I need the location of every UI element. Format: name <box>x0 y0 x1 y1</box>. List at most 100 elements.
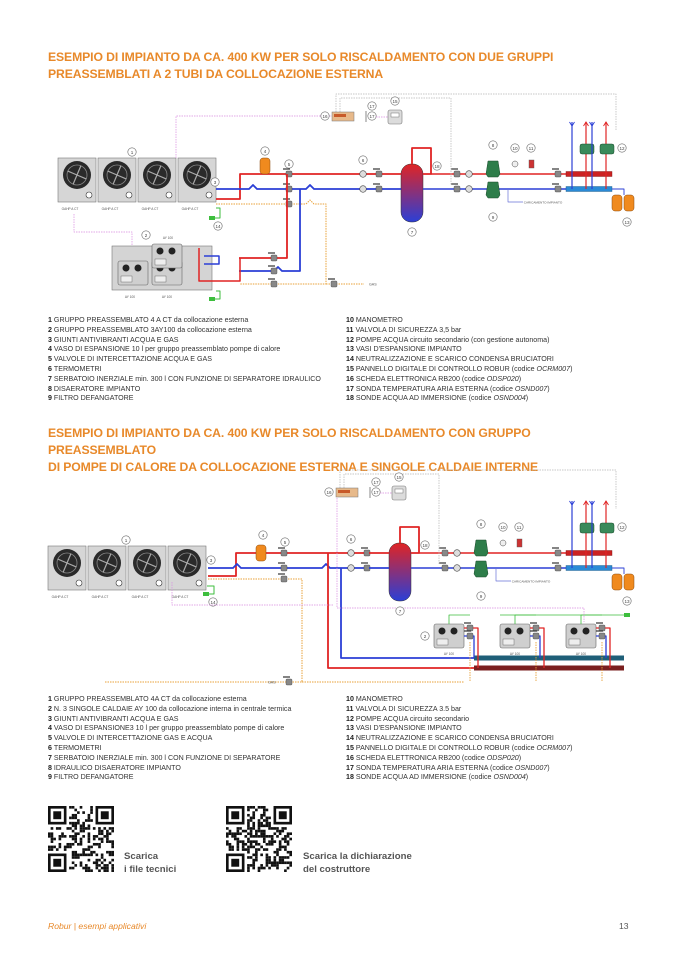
qr-module <box>98 832 101 836</box>
qr-module <box>262 813 266 817</box>
qr-module <box>69 821 72 825</box>
fan-blade <box>192 174 198 185</box>
callout-number: 10 <box>512 146 518 151</box>
qr-module <box>233 832 237 836</box>
callout-number: 16 <box>322 114 328 119</box>
dirt-separator-filter-icon <box>473 560 489 578</box>
qr-module <box>257 842 261 846</box>
qr-module <box>108 827 112 830</box>
qr-module <box>247 866 250 870</box>
qr-module <box>255 835 258 838</box>
download-technical-files-link[interactable]: Scarica i file tecnici <box>124 851 176 876</box>
qr-module <box>257 827 261 830</box>
qr-module <box>92 835 96 838</box>
qr-module <box>257 866 261 870</box>
qr-module <box>284 848 287 851</box>
qr-module <box>276 827 279 830</box>
qr-module <box>284 827 287 830</box>
shutoff-valve-icon <box>554 564 562 572</box>
download-declaration-link[interactable]: Scarica la dichiarazione del costruttore <box>303 851 412 876</box>
qr-module <box>74 816 78 820</box>
qr-module <box>284 835 287 838</box>
legend-text: POMPE ACQUA circuito secondario <box>355 714 470 723</box>
boiler-return-pipe <box>464 635 475 658</box>
boiler-burner-port <box>438 627 446 635</box>
qr-module <box>268 866 271 870</box>
flow-arrow-icon <box>589 121 595 127</box>
qr-module <box>281 837 285 841</box>
callout-number: 4 <box>262 533 265 538</box>
fan-ring <box>56 552 78 574</box>
qr-code-icon[interactable] <box>226 806 292 872</box>
legend-number: 9 <box>48 773 54 782</box>
qr-module <box>286 842 290 846</box>
legend-item: 18 SONDE ACQUA AD IMMERSIONE (codice OSN… <box>346 773 572 783</box>
legend-number: 8 <box>48 384 54 393</box>
qr-module <box>270 864 274 867</box>
qr-module <box>252 858 256 862</box>
flow-arrow-icon <box>589 500 595 506</box>
qr-module <box>284 837 287 841</box>
legend-item: 11 VALVOLA DI SICUREZZA 3.5 bar <box>346 705 572 715</box>
fan-blade <box>182 562 188 573</box>
qr-module <box>257 821 261 825</box>
qr-module <box>226 842 229 846</box>
qr-module <box>77 842 80 846</box>
callout-number: 16 <box>326 490 332 495</box>
qr-module <box>90 808 93 812</box>
qr-module <box>226 835 229 838</box>
legend-text: TERMOMETRI <box>53 743 102 752</box>
boiler-burner-port <box>134 264 142 272</box>
callout-marker <box>371 487 381 497</box>
qr-module <box>249 845 253 849</box>
qr-module <box>108 853 112 857</box>
legend-item: 7 SERBATOIO INERZIALE min. 300 l CON FUN… <box>48 754 291 764</box>
qr-module <box>100 832 104 836</box>
qr-module <box>273 840 277 843</box>
qr-module <box>106 840 109 843</box>
qr-module <box>61 835 64 838</box>
legend-item: 14 NEUTRALIZZAZIONE E SCARICO CONDENSA B… <box>346 355 572 365</box>
section2-title-line1: ESEMPIO DI IMPIANTO DA CA. 400 KW PER SO… <box>48 426 531 457</box>
sensor-cable <box>339 97 452 185</box>
legend-item: 9 FILTRO DEFANGATORE <box>48 394 321 404</box>
qr-module <box>252 806 256 809</box>
qr-module <box>262 848 266 851</box>
download-label-line1: Scarica la dichiarazione <box>303 851 412 862</box>
callout-marker <box>320 111 330 121</box>
legend-number: 11 <box>346 325 356 334</box>
qr-module <box>82 829 85 833</box>
qr-module <box>241 842 245 846</box>
qr-module <box>100 840 104 843</box>
boiler-burner-port <box>570 627 578 635</box>
qr-module <box>249 835 253 838</box>
unit-label: GAHP A CT <box>182 207 199 211</box>
qr-code-icon[interactable] <box>48 806 114 872</box>
qr-module <box>262 837 266 841</box>
fan-blade <box>112 174 118 185</box>
legend-item: 1 GRUPPO PREASSEMBLATO 4 A CT da colloca… <box>48 316 321 326</box>
qr-module <box>252 864 256 867</box>
qr-module <box>249 842 253 846</box>
qr-module <box>260 824 263 828</box>
qr-module <box>71 813 75 817</box>
hp-expansion-vessel-icon <box>255 544 267 562</box>
callout-number: 12 <box>619 525 625 530</box>
qr-module <box>281 845 285 849</box>
vessel-branch <box>612 567 625 574</box>
legend-number: 2 <box>48 325 54 334</box>
qr-module <box>273 832 277 836</box>
flow-manifold <box>565 550 613 556</box>
shutoff-valve-icon <box>441 564 449 572</box>
expansion-vessel-icon <box>611 194 623 212</box>
legend-code: ODSP020 <box>486 374 519 383</box>
qr-module <box>281 861 285 865</box>
fan-blade <box>186 553 192 564</box>
qr-module <box>106 850 109 854</box>
legend-number: 14 <box>346 355 356 364</box>
qr-module <box>276 835 279 838</box>
legend-number: 5 <box>48 355 54 364</box>
qr-module <box>98 842 101 846</box>
qr-module <box>244 829 248 833</box>
